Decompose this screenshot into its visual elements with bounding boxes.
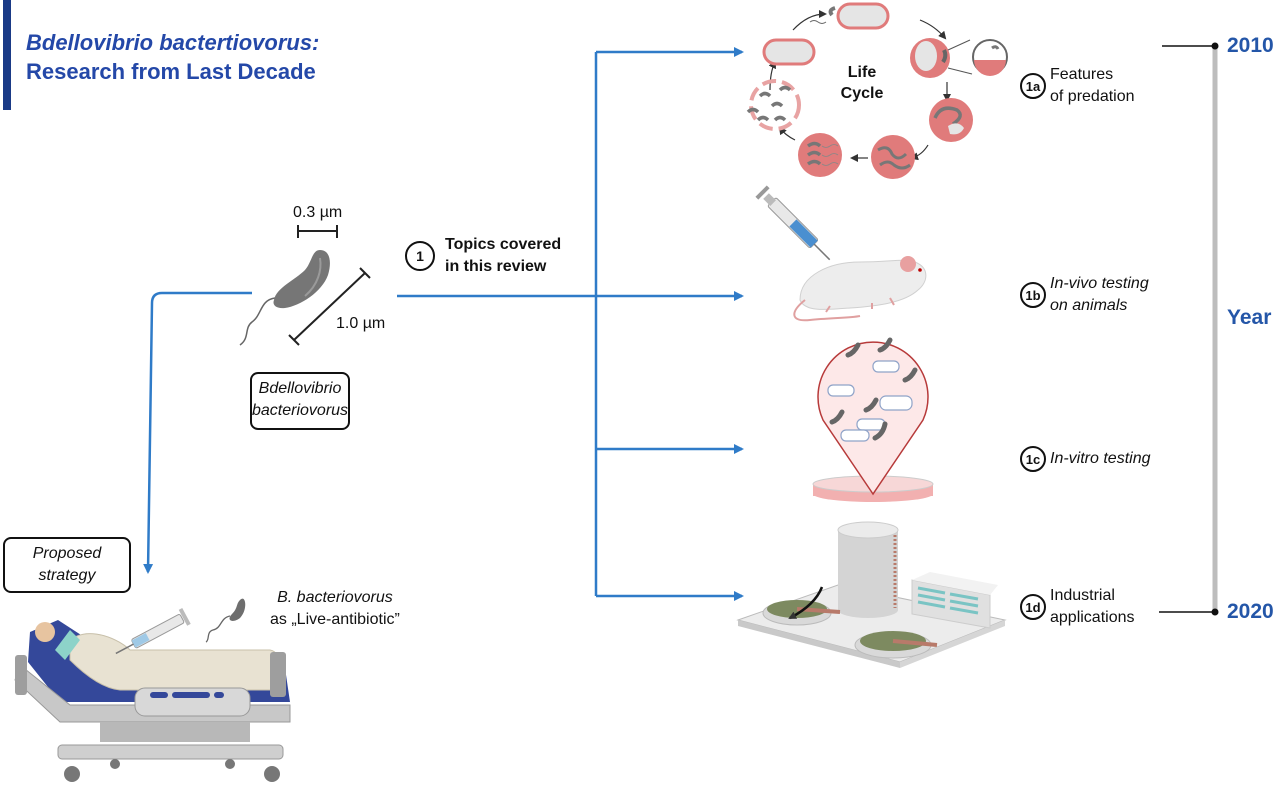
topics-header: 1 Topics covered in this review [405,234,561,278]
live-antibiotic-line-1: B. bacteriovorus [277,589,393,606]
topic-1d-line-2: applications [1050,609,1135,626]
strategy-line-1: Proposed [32,545,102,562]
topic-1d: 1d Industrial applications [1020,585,1135,629]
title-line-2: Research from Last Decade [26,59,316,84]
timeline [1159,42,1219,616]
title-accent-bar [3,0,11,110]
proposed-strategy-box: Proposed strategy [3,537,131,593]
petri-dish-illustration [812,337,934,502]
topic-1b-line-1: In-vivo testing [1050,275,1149,292]
patient-bed-illustration [14,598,291,782]
organism-name-box: Bdellovibrio bacteriovorus [250,372,350,430]
topic-1c-line-1: In-vitro testing [1050,450,1151,467]
title-line-1: Bdellovibrio bactertiovorus: [26,30,320,55]
organism-name-line-1: Bdellovibrio [258,380,342,397]
mouse-syringe-illustration [755,185,927,322]
topics-header-line-1: Topics covered [445,236,562,253]
topic-badge: 1c [1020,446,1046,472]
topics-number-badge: 1 [405,241,435,271]
topic-1a-line-1: Features [1050,66,1114,83]
topics-header-line-2: in this review [445,258,547,275]
topic-badge: 1d [1020,594,1046,620]
organism-name-line-2: bacteriovorus [252,402,349,419]
topic-badge: 1a [1020,73,1046,99]
bacterium-illustration [239,225,371,346]
life-cycle-illustration [746,2,1008,179]
timeline-start-year: 2010 [1227,34,1274,57]
flow-arrows [143,47,744,601]
topic-1a-line-2: of predation [1050,88,1135,105]
strategy-line-2: strategy [38,567,96,584]
life-cycle-label-2: Cycle [841,85,884,102]
timeline-axis-label: Year [1227,306,1272,329]
life-cycle-label: Life [848,64,877,81]
timeline-end-year: 2020 [1227,600,1274,623]
topic-badge: 1b [1020,282,1046,308]
arrow-to-strategy [143,291,252,574]
topic-1b: 1b In-vivo testing on animals [1020,273,1149,317]
topic-1c: 1c In-vitro testing [1020,446,1150,472]
topic-1d-line-1: Industrial [1050,587,1115,604]
topic-1b-line-2: on animals [1050,297,1128,314]
scale-width-label: 0.3 µm [293,204,343,221]
live-antibiotic-line-2: as „Live-antibiotic” [270,611,400,628]
topic-1a: 1a Features of predation [1020,64,1135,108]
industrial-plant-illustration [736,521,1007,668]
live-antibiotic-label: B. bacteriovorus as „Live-antibiotic” [270,587,400,631]
burst-cell [749,79,801,131]
scale-length-label: 1.0 µm [336,315,386,332]
page-title: Bdellovibrio bactertiovorus: Research fr… [26,28,319,86]
